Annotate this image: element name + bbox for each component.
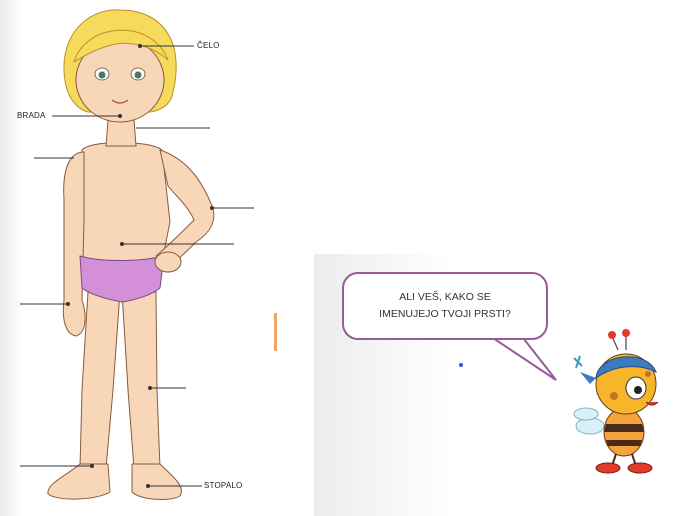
- label-foot: STOPALO: [204, 481, 242, 490]
- label-forehead: ČELO: [197, 41, 220, 50]
- speech-line-1: ALI VEŠ, KAKO SE: [344, 289, 546, 306]
- orange-accent-bar: [274, 313, 277, 351]
- left-arm: [63, 152, 85, 336]
- speech-line-2: IMENUJEJO TVOJI PRSTI?: [344, 306, 546, 323]
- left-leg: [80, 292, 120, 468]
- speech-bubble-text: ALI VEŠ, KAKO SE IMENUJEJO TVOJI PRSTI?: [344, 289, 546, 323]
- bee-mascot-icon: [560, 328, 670, 478]
- child-illustration: [0, 0, 290, 516]
- left-foot: [48, 464, 110, 499]
- body-parts-worksheet: ČELO BRADA STOPALO: [0, 0, 290, 516]
- label-chin: BRADA: [17, 111, 46, 120]
- blue-dot: [459, 363, 463, 367]
- right-foot: [132, 464, 181, 499]
- hand-on-hip: [155, 252, 181, 272]
- neck: [106, 120, 136, 146]
- right-leg: [122, 292, 160, 468]
- speech-bubble: ALI VEŠ, KAKO SE IMENUJEJO TVOJI PRSTI?: [342, 272, 548, 340]
